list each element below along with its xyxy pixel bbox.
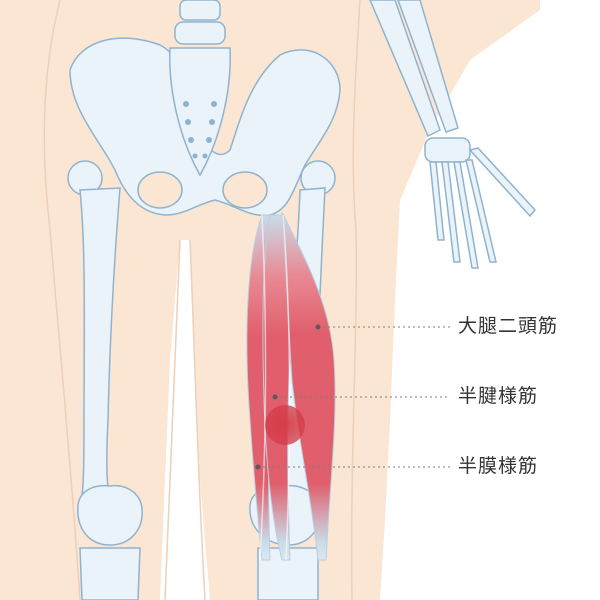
leader-dot-biceps-femoris — [315, 324, 321, 330]
label-biceps-femoris: 大腿二頭筋 — [458, 315, 559, 337]
leader-dot-semimembranosus — [255, 464, 261, 470]
left-femur-bone — [67, 160, 143, 600]
leader-dots — [255, 324, 321, 470]
hamstring-muscles — [246, 211, 336, 561]
leader-lines — [258, 326, 450, 468]
leader-dot-semitendinosus — [272, 394, 278, 400]
hand-bones — [369, 0, 536, 269]
label-semimembranosus: 半膜様筋 — [458, 455, 539, 477]
label-semitendinosus: 半腱様筋 — [458, 385, 539, 407]
pelvis-bone — [69, 37, 341, 217]
pain-highlight-spot — [265, 405, 305, 445]
sacrum-bone — [169, 0, 231, 177]
